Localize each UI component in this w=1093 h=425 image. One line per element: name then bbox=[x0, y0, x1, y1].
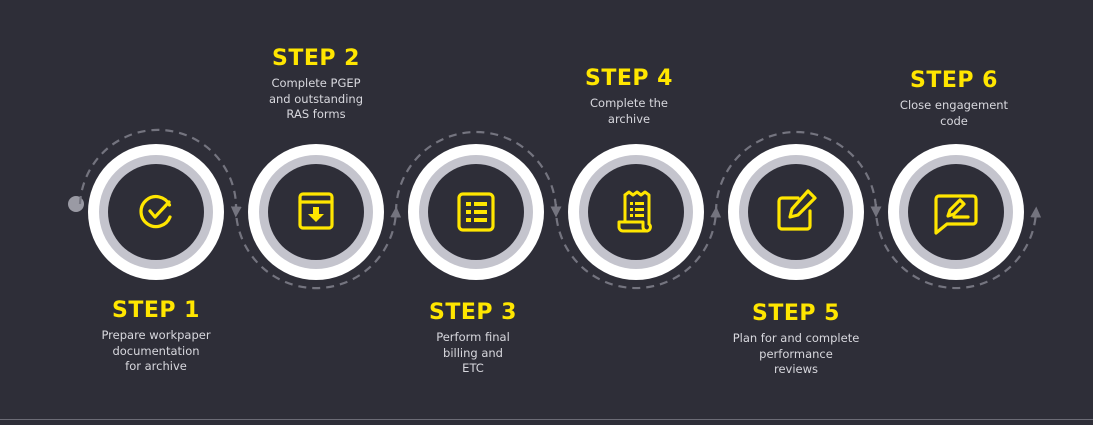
step-4-label: STEP 4 Complete the archive bbox=[539, 66, 719, 127]
receipt-lines bbox=[630, 202, 644, 217]
step-6-label: STEP 6 Close engagement code bbox=[864, 68, 1044, 129]
step-title: STEP 2 bbox=[272, 46, 360, 71]
step-3-node bbox=[408, 144, 544, 280]
download-arrow-icon bbox=[308, 207, 324, 222]
step-description: Complete PGEP and outstanding RAS forms bbox=[268, 76, 364, 121]
download-box-icon bbox=[298, 192, 334, 230]
step-4-node bbox=[568, 144, 704, 280]
step-title: STEP 5 bbox=[752, 301, 840, 326]
bottom-divider bbox=[0, 419, 1093, 420]
step-description: Close engagement code bbox=[899, 98, 1009, 128]
connector-arc-2 bbox=[234, 203, 402, 290]
step-description: Plan for and complete performance review… bbox=[732, 331, 860, 376]
step-3-label: STEP 3 Perform final billing and ETC bbox=[383, 300, 563, 377]
edit-note-icon bbox=[777, 189, 817, 231]
step-6-node bbox=[888, 144, 1024, 280]
step-1-label: STEP 1 Prepare workpaper documentation f… bbox=[66, 298, 246, 375]
connector-arcs bbox=[78, 128, 1042, 290]
step-description: Perform final billing and ETC bbox=[436, 330, 510, 375]
step-title: STEP 1 bbox=[112, 298, 200, 323]
connector-arc-4 bbox=[554, 203, 722, 290]
step-title: STEP 6 bbox=[910, 68, 998, 93]
connector-arc-3 bbox=[394, 130, 562, 218]
connector-arc-5 bbox=[714, 130, 882, 218]
step-1-node bbox=[88, 144, 224, 280]
check-circle-icon bbox=[139, 195, 172, 229]
step-2-node bbox=[248, 144, 384, 280]
connector-arc-6 bbox=[874, 203, 1042, 290]
receipt-scroll-icon bbox=[617, 190, 652, 233]
start-dot bbox=[68, 196, 84, 212]
step-5-node bbox=[728, 144, 864, 280]
signature-chat-icon bbox=[934, 194, 978, 235]
step-2-label: STEP 2 Complete PGEP and outstanding RAS… bbox=[226, 46, 406, 123]
step-5-label: STEP 5 Plan for and complete performance… bbox=[701, 301, 891, 378]
list-icon bbox=[457, 192, 495, 232]
step-title: STEP 4 bbox=[585, 66, 673, 91]
step-description: Complete the archive bbox=[590, 96, 668, 126]
step-title: STEP 3 bbox=[429, 300, 517, 325]
step-description: Prepare workpaper documentation for arch… bbox=[101, 328, 211, 373]
